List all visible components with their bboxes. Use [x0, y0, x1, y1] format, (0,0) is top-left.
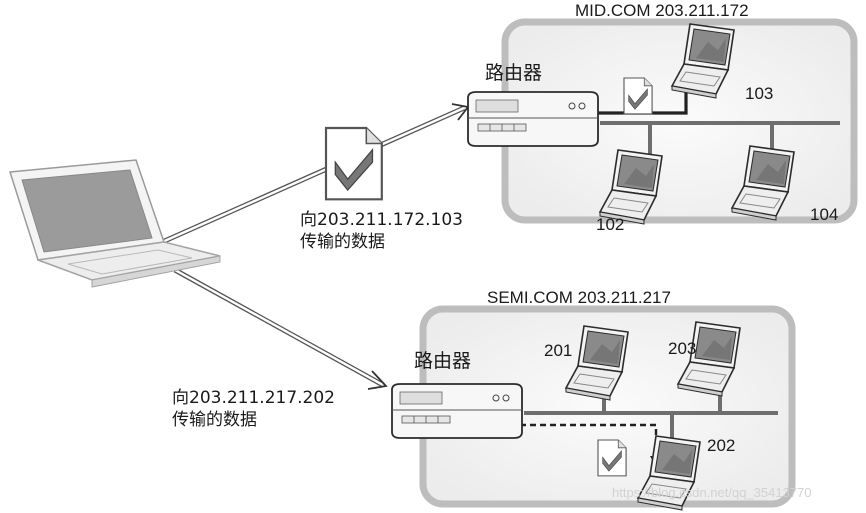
watermark: https://blog.csdn.net/qq_35413770 [612, 485, 812, 500]
mid-router-label: 路由器 [485, 62, 543, 84]
mid-network-title: MID.COM 203.211.172 [575, 1, 749, 20]
semi-host-203-label: 203 [668, 339, 697, 358]
transfer-to-mid-address: 向203.211.172.103 [300, 210, 464, 230]
mid-router-icon [467, 91, 599, 147]
mid-host-103-label: 103 [745, 84, 774, 103]
mid-bus-cable [600, 121, 840, 154]
semi-host-201-label: 201 [544, 341, 573, 360]
mid-host-104-label: 104 [810, 205, 839, 224]
semi-router-label: 路由器 [414, 350, 472, 372]
transfer-line-to-semi [173, 267, 388, 390]
semi-network-title: SEMI.COM 203.211.217 [487, 288, 671, 307]
semi-router-icon [391, 383, 523, 439]
sender-laptop-icon [9, 159, 221, 288]
transfer-to-semi-address: 向203.211.217.202 [172, 388, 336, 408]
transfer-to-semi-caption: 传输的数据 [172, 410, 257, 430]
transfer-to-mid-caption: 传输的数据 [300, 232, 385, 252]
mid-host-102-label: 102 [596, 215, 625, 234]
semi-document-icon [597, 439, 627, 477]
data-document-icon [324, 126, 383, 201]
semi-host-202-label: 202 [707, 436, 736, 455]
mid-document-icon [623, 77, 653, 115]
